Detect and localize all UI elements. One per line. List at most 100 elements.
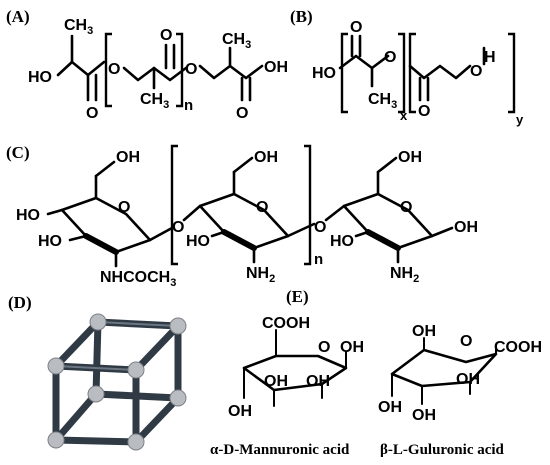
atom-o: O xyxy=(172,219,184,236)
atom-o: O xyxy=(460,333,472,350)
ring-bond xyxy=(210,230,226,238)
atom-ch3: CH3 xyxy=(368,91,397,111)
backbone-bond xyxy=(56,60,106,77)
chair-ring xyxy=(242,354,348,392)
atom-oh: OH xyxy=(264,373,288,390)
atom-o: O xyxy=(384,49,396,66)
atom-o: O xyxy=(256,199,268,216)
atom-cooh: COOH xyxy=(494,339,542,356)
ring-bond xyxy=(68,234,88,242)
repeat-n: n xyxy=(314,251,323,268)
frame-node xyxy=(169,317,187,335)
ring-front-bond xyxy=(221,229,257,251)
panel-b-plga-structure: (B) HO O CH3 O O O H x y xyxy=(290,7,524,127)
repeat-x: x xyxy=(400,108,408,123)
atom-ch3: CH3 xyxy=(64,17,93,37)
frame-rod xyxy=(52,318,102,370)
atom-o: O xyxy=(118,199,130,216)
caption-guluronic-acid: β-L-Guluronic acid xyxy=(380,442,505,458)
atom-nh2: NH2 xyxy=(246,265,275,285)
atom-ho: HO xyxy=(38,233,62,250)
frame-rod xyxy=(52,390,100,444)
atom-oh: OH xyxy=(116,149,140,166)
repeat-y: y xyxy=(516,112,524,127)
ring-bond xyxy=(46,208,64,216)
backbone-bond xyxy=(198,64,264,80)
frame-nodes xyxy=(47,313,187,451)
frame-node xyxy=(87,385,105,403)
atom-o: O xyxy=(350,19,362,36)
atom-oh: OH xyxy=(306,373,330,390)
frame-rod xyxy=(92,318,102,398)
atom-ch3: CH3 xyxy=(222,31,251,51)
ring-front-bond xyxy=(365,229,401,251)
ring-bond xyxy=(430,226,454,238)
ring-bond xyxy=(94,160,116,178)
atom-oh: OH xyxy=(398,149,422,166)
atom-nhcoch3: NHCOCH3 xyxy=(100,269,176,289)
frame-rod xyxy=(132,322,182,374)
atom-ho: HO xyxy=(28,69,52,86)
atom-oh: OH xyxy=(412,323,436,340)
atom-oh: OH xyxy=(456,371,480,388)
atom-o: O xyxy=(160,27,172,44)
rod-highlight xyxy=(55,365,137,371)
atom-oh: OH xyxy=(254,149,278,166)
frame-node xyxy=(47,357,65,375)
frame-rod xyxy=(132,394,182,446)
atom-oh: OH xyxy=(228,403,252,420)
repeat-bracket-left xyxy=(408,32,416,114)
atom-o: O xyxy=(314,219,326,236)
atom-o: O xyxy=(108,61,120,78)
atom-oh: OH xyxy=(340,339,364,356)
glycosidic-bond xyxy=(182,204,202,222)
atom-o: O xyxy=(318,339,330,356)
frame-node xyxy=(169,389,187,407)
atom-ho: HO xyxy=(186,233,210,250)
chair-ring xyxy=(390,348,498,388)
atom-nh2: NH2 xyxy=(390,265,419,285)
frame-rod xyxy=(52,436,140,446)
ring-bond xyxy=(376,156,398,174)
ring-bond xyxy=(354,230,370,238)
repeat-bracket-right xyxy=(508,32,516,114)
repeat-bracket-left xyxy=(340,32,348,114)
ring-front-bond xyxy=(83,233,119,255)
atom-o: O xyxy=(400,199,412,216)
panel-c-chitosan-structure: (C) OH HO O HO NHCOCH3 O xyxy=(6,143,478,289)
glycosidic-bond xyxy=(324,204,346,222)
panel-label-c: (C) xyxy=(6,143,30,162)
glycosidic-bond xyxy=(148,226,174,242)
atom-o: O xyxy=(470,63,482,80)
repeat-bracket-left xyxy=(104,32,112,108)
atom-oh: OH xyxy=(454,219,478,236)
atom-ho: HO xyxy=(330,233,354,250)
atom-ho: HO xyxy=(16,207,40,224)
atom-oh: OH xyxy=(378,399,402,416)
panel-a-pla-structure: (A) HO CH3 O O O CH3 n O CH3 O OH xyxy=(6,7,288,122)
atom-o: O xyxy=(86,105,98,122)
repeat-n: n xyxy=(184,97,193,114)
frame-node xyxy=(47,431,65,449)
rod-highlight xyxy=(97,321,179,327)
panel-e-alginate-monomers: (E) COOH O OH OH OH OH α-D-Mannuronic ac… xyxy=(210,287,542,458)
frame-node xyxy=(89,313,107,331)
atom-cooh: COOH xyxy=(262,315,310,332)
panel-d-cube-framework: (D) xyxy=(8,293,187,451)
panel-label-e: (E) xyxy=(286,287,309,306)
atom-ch3: CH3 xyxy=(140,91,169,111)
frame-node xyxy=(127,361,145,379)
atom-ho: HO xyxy=(312,65,336,82)
atom-oh: OH xyxy=(264,59,288,76)
frame-node xyxy=(127,433,145,451)
backbone-bond xyxy=(338,54,390,70)
repeat-bracket-right xyxy=(176,32,184,108)
atom-oh: OH xyxy=(412,407,436,424)
caption-mannuronic-acid: α-D-Mannuronic acid xyxy=(210,442,350,458)
repeat-bracket-right xyxy=(398,32,406,114)
atom-o: O xyxy=(185,61,197,78)
panel-label-a: (A) xyxy=(6,7,30,26)
backbone-bond xyxy=(408,64,472,80)
